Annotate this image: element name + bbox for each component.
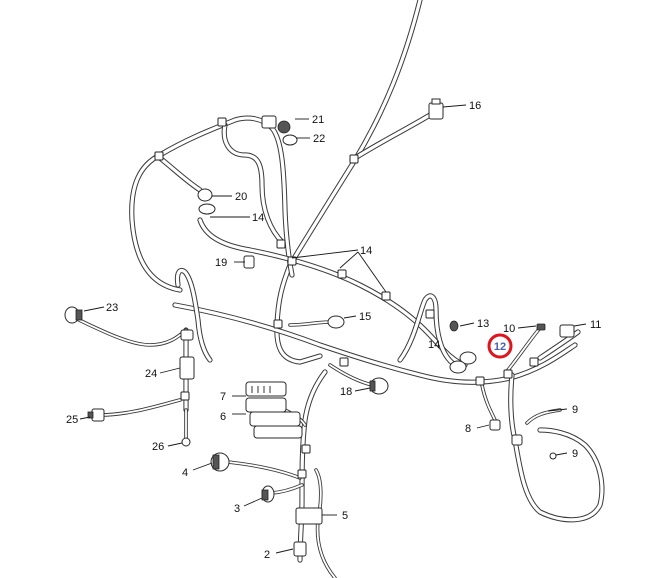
sensor-18 — [369, 377, 389, 395]
connector-16 — [428, 98, 444, 120]
callout-3[interactable]: 3 — [234, 503, 240, 515]
callout-5[interactable]: 5 — [342, 510, 348, 522]
callout-13[interactable]: 13 — [477, 318, 489, 330]
connector-8 — [489, 419, 501, 431]
callout-18[interactable]: 18 — [340, 386, 352, 398]
harness-clips — [154, 117, 539, 479]
callout-19[interactable]: 19 — [215, 257, 227, 269]
callout-6[interactable]: 6 — [220, 411, 226, 423]
callout-9-lower[interactable]: 9 — [572, 448, 578, 460]
connector-13 — [449, 320, 459, 332]
callout-25[interactable]: 25 — [66, 414, 78, 426]
callout-8[interactable]: 8 — [465, 423, 471, 435]
harness-cables — [129, 0, 605, 563]
sensor-4 — [210, 452, 230, 472]
callout-22[interactable]: 22 — [313, 133, 325, 145]
callout-4[interactable]: 4 — [182, 467, 188, 479]
callout-7[interactable]: 7 — [220, 391, 226, 403]
terminal-26 — [181, 437, 191, 447]
connector-21-22 — [261, 115, 298, 146]
connector-25 — [87, 408, 105, 422]
components — [64, 98, 575, 557]
callout-9-upper[interactable]: 9 — [572, 404, 578, 416]
callout-10[interactable]: 10 — [503, 323, 515, 335]
connector-2 — [293, 541, 307, 557]
callout-11[interactable]: 11 — [590, 319, 601, 331]
sensor-12 — [449, 351, 477, 374]
sensor-23 — [64, 306, 83, 324]
connector-9 — [511, 434, 557, 460]
leader-lines — [79, 104, 587, 554]
callout-12-highlight-ring — [487, 333, 513, 359]
callout-12[interactable]: 12 — [494, 341, 506, 353]
connector-10 — [536, 323, 546, 331]
junction-24 — [179, 329, 195, 380]
callout-2[interactable]: 2 — [264, 549, 270, 561]
callout-14-center[interactable]: 14 — [360, 245, 372, 257]
sensor-3 — [261, 485, 275, 503]
callout-24[interactable]: 24 — [145, 368, 157, 380]
connector-19 — [243, 255, 255, 269]
callout-14-upper-left[interactable]: 14 — [252, 212, 264, 224]
relay-block-6-7 — [245, 381, 303, 439]
connector-15 — [327, 315, 345, 329]
connector-20 — [197, 188, 216, 215]
callout-23[interactable]: 23 — [106, 302, 118, 314]
callout-20[interactable]: 20 — [235, 191, 247, 203]
connector-5 — [295, 507, 323, 525]
callout-16[interactable]: 16 — [469, 100, 481, 112]
connector-11 — [559, 324, 575, 338]
callout-15[interactable]: 15 — [359, 311, 371, 323]
callout-14-right[interactable]: 14 — [428, 339, 440, 351]
callout-labels: 2 3 4 5 6 7 8 9 9 10 11 12 13 14 14 14 1… — [66, 100, 601, 561]
callout-26[interactable]: 26 — [152, 441, 164, 453]
callout-21[interactable]: 21 — [312, 114, 324, 126]
